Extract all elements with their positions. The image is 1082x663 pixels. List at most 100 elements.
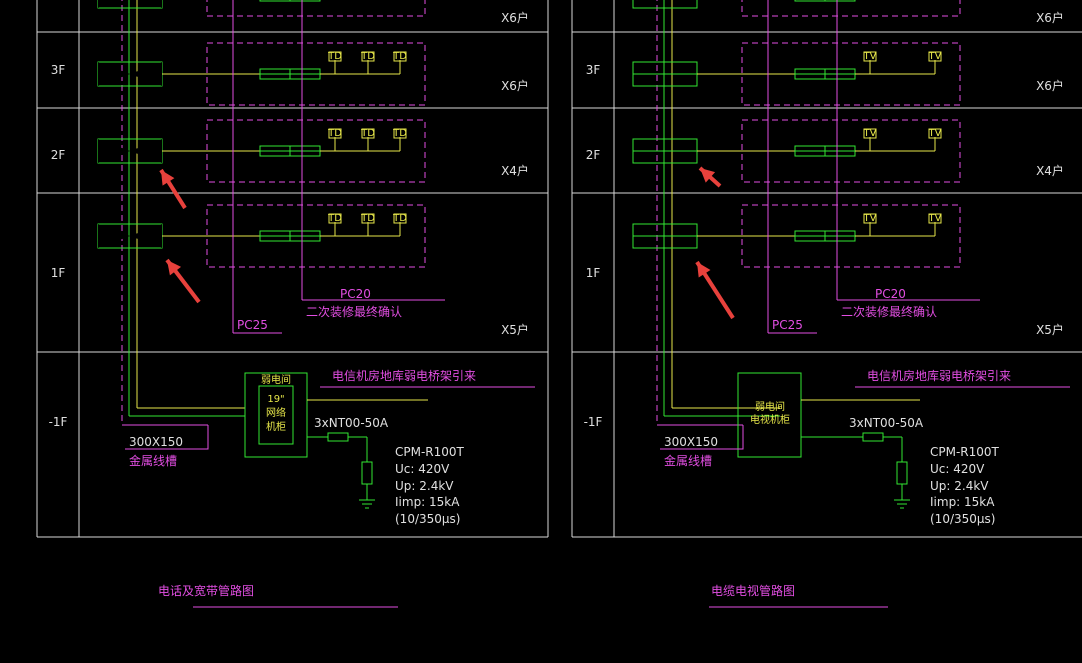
distribution-box-cross xyxy=(98,62,162,86)
annotation-arrow xyxy=(698,166,722,188)
outlet-box xyxy=(361,213,375,224)
spd-spec: Uc: 420V xyxy=(930,462,985,476)
outlet-box xyxy=(328,213,342,224)
outlet-box xyxy=(863,128,877,139)
cabinet-text: 弱电间 xyxy=(755,400,785,413)
household-count: X4户 xyxy=(501,163,529,178)
outlet-box xyxy=(393,213,407,224)
source-note: 电信机房地库弱电桥架引来 xyxy=(332,368,476,383)
floor-label: 2F xyxy=(51,148,66,162)
junction-box-2 xyxy=(824,0,856,2)
household-count: X6户 xyxy=(1036,10,1064,25)
spd-spec: CPM-R100T xyxy=(930,445,1000,459)
spd-spec: Up: 2.4kV xyxy=(930,479,989,493)
floor-label: -1F xyxy=(584,415,603,429)
household-count: X4户 xyxy=(1036,163,1064,178)
tray-leader xyxy=(660,425,744,450)
tray-leader xyxy=(125,425,209,450)
pc25-label: PC25 xyxy=(237,318,268,332)
pc20-label: PC20 xyxy=(875,287,906,301)
floor-label: 1F xyxy=(51,266,66,280)
floor-label: 1F xyxy=(586,266,601,280)
cabinet-text: 网络 xyxy=(266,406,286,419)
outlet-label: TD xyxy=(360,128,375,139)
household-count: X5户 xyxy=(1036,322,1064,337)
arrow-head xyxy=(167,260,182,276)
annotation-arrow xyxy=(159,168,187,210)
outlet-label: TV xyxy=(928,213,942,224)
outlet-label: TV xyxy=(863,128,877,139)
household-count: X5户 xyxy=(501,322,529,337)
outlet-label: TD xyxy=(392,128,407,139)
outlet-box xyxy=(393,128,407,139)
cabinet-inner xyxy=(258,385,294,445)
cabinet-text: 机柜 xyxy=(266,420,286,433)
cabinet-text: 19" xyxy=(267,394,284,405)
cabinet xyxy=(244,372,308,458)
spd-spec: Uc: 420V xyxy=(395,462,450,476)
outlet-label: TD xyxy=(360,213,375,224)
annotation-arrow xyxy=(695,260,735,320)
breaker-label: 3xNT00-50A xyxy=(314,416,389,430)
outlet-box xyxy=(928,51,942,62)
floor-label: -1F xyxy=(49,415,68,429)
secondary-note: 二次装修最终确认 xyxy=(306,304,402,319)
panel-title: 电缆电视管路图 xyxy=(711,583,795,598)
panel-title: 电话及宽带管路图 xyxy=(158,583,254,598)
spd-spec: (10/350μs) xyxy=(395,512,460,526)
breaker-label: 3xNT00-50A xyxy=(849,416,924,430)
outlet-box xyxy=(328,51,342,62)
outlet-label: TV xyxy=(928,51,942,62)
floor-label: 3F xyxy=(51,63,66,77)
household-count: X6户 xyxy=(501,10,529,25)
cable-tv-panel: 3F2F1F-1FTVTVX6户TVTVX6户TVTVX4户TVTVX5户PC2… xyxy=(571,0,1082,608)
outlet-label: TD xyxy=(360,51,375,62)
outlet-label: TV xyxy=(863,213,877,224)
secondary-note: 二次装修最终确认 xyxy=(841,304,937,319)
floor-label: 2F xyxy=(586,148,601,162)
spd-spec: Up: 2.4kV xyxy=(395,479,454,493)
distribution-box xyxy=(632,0,698,9)
outlet-label: TD xyxy=(327,128,342,139)
spd-spec: (10/350μs) xyxy=(930,512,995,526)
outlet-box xyxy=(328,128,342,139)
junction-box xyxy=(259,0,291,2)
source-note: 电信机房地库弱电桥架引来 xyxy=(867,368,1011,383)
outlet-box xyxy=(863,51,877,62)
spd-spec: CPM-R100T xyxy=(395,445,465,459)
household-count: X6户 xyxy=(501,78,529,93)
cabinet-text: 电视机柜 xyxy=(750,413,790,426)
tray-name: 金属线槽 xyxy=(129,453,177,468)
distribution-box-cross xyxy=(98,224,162,248)
arrow-head xyxy=(697,262,711,278)
outlet-label: TV xyxy=(928,128,942,139)
outlet-label: TD xyxy=(392,213,407,224)
cabinet-text: 弱电间 xyxy=(261,373,291,386)
spd-spec: Iimp: 15kA xyxy=(395,495,460,509)
outlet-box xyxy=(361,51,375,62)
outlet-label: TD xyxy=(327,51,342,62)
outlet-label: TD xyxy=(327,213,342,224)
outlet-box xyxy=(928,128,942,139)
junction-box-2 xyxy=(289,0,321,2)
distribution-box-cross xyxy=(98,0,162,8)
distribution-box xyxy=(97,0,163,9)
arrow-head xyxy=(161,170,175,186)
tray-name: 金属线槽 xyxy=(664,453,712,468)
outlet-label: TV xyxy=(863,51,877,62)
phone-broadband-panel: 3F2F1F-1FTDTDTDX6户TDTDTDX6户TDTDTDX4户TDTD… xyxy=(36,0,549,608)
junction-box xyxy=(794,0,826,2)
pc25-label: PC25 xyxy=(772,318,803,332)
tray-size: 300X150 xyxy=(129,435,183,449)
outlet-box xyxy=(361,128,375,139)
spd-spec: Iimp: 15kA xyxy=(930,495,995,509)
arrow-head xyxy=(700,168,716,183)
outlet-label: TD xyxy=(392,51,407,62)
cabinet xyxy=(737,372,802,458)
tray-size: 300X150 xyxy=(664,435,718,449)
household-count: X6户 xyxy=(1036,78,1064,93)
outlet-box xyxy=(863,213,877,224)
outlet-box xyxy=(928,213,942,224)
distribution-box-cross xyxy=(98,139,162,163)
